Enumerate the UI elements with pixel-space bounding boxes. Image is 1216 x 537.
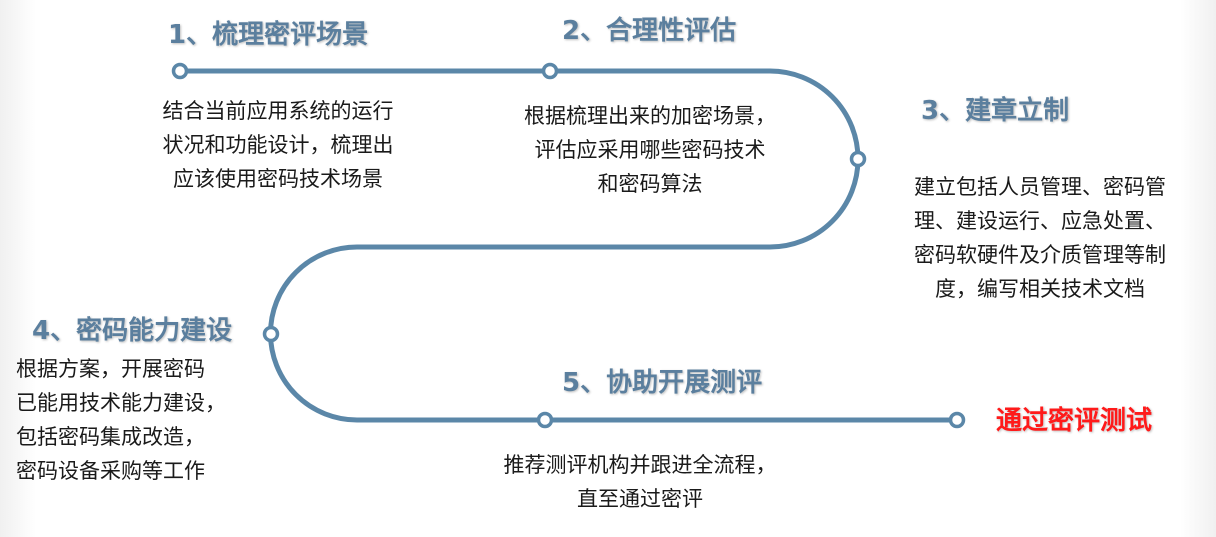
final-title: 通过密评测试 <box>996 406 1153 436</box>
step-4-line: 已能用技术能力建设， <box>16 391 226 415</box>
step-5-node <box>536 411 554 429</box>
step-1-node <box>171 62 189 80</box>
step-2-title: 2、合理性评估 <box>562 16 737 46</box>
step-3-title: 3、建章立制 <box>921 96 1070 126</box>
step-2-line: 和密码算法 <box>597 172 703 196</box>
step-2-node <box>541 62 559 80</box>
step-1-line: 结合当前应用系统的运行 <box>162 99 394 123</box>
step-4-node <box>262 325 280 343</box>
step-3-line: 理、建设运行、应急处置、 <box>914 209 1166 233</box>
step-3-line: 建立包括人员管理、密码管 <box>914 175 1166 199</box>
step-4-line: 根据方案，开展密码 <box>16 357 205 381</box>
step-1-line: 状况和功能设计，梳理出 <box>162 133 394 157</box>
step-1-line: 应该使用密码技术场景 <box>173 167 383 191</box>
step-3-line: 密码软硬件及介质管理等制 <box>914 243 1166 267</box>
final-node <box>948 411 966 429</box>
step-5-description: 推荐测评机构并跟进全流程， 直至通过密评 <box>470 448 810 516</box>
step-1-description: 结合当前应用系统的运行 状况和功能设计，梳理出 应该使用密码技术场景 <box>118 94 438 196</box>
step-5-line: 直至通过密评 <box>577 487 703 511</box>
step-3-node <box>849 150 867 168</box>
step-5-title: 5、协助开展测评 <box>562 368 763 398</box>
step-1-title: 1、梳理密评场景 <box>168 20 369 50</box>
step-2-description: 根据梳理出来的加密场景， 评估应采用哪些密码技术 和密码算法 <box>480 99 820 201</box>
step-4-line: 密码设备采购等工作 <box>16 459 205 483</box>
step-5-line: 推荐测评机构并跟进全流程， <box>503 453 777 477</box>
step-4-title: 4、密码能力建设 <box>32 316 233 346</box>
step-2-line: 评估应采用哪些密码技术 <box>534 138 766 162</box>
step-2-line: 根据梳理出来的加密场景， <box>524 104 776 128</box>
step-4-description: 根据方案，开展密码 已能用技术能力建设， 包括密码集成改造， 密码设备采购等工作 <box>16 352 276 488</box>
process-line <box>177 68 960 423</box>
step-3-line: 度，编写相关技术文档 <box>935 277 1145 301</box>
step-4-line: 包括密码集成改造， <box>16 425 205 449</box>
step-3-description: 建立包括人员管理、密码管 理、建设运行、应急处置、 密码软硬件及介质管理等制 度… <box>870 170 1210 306</box>
